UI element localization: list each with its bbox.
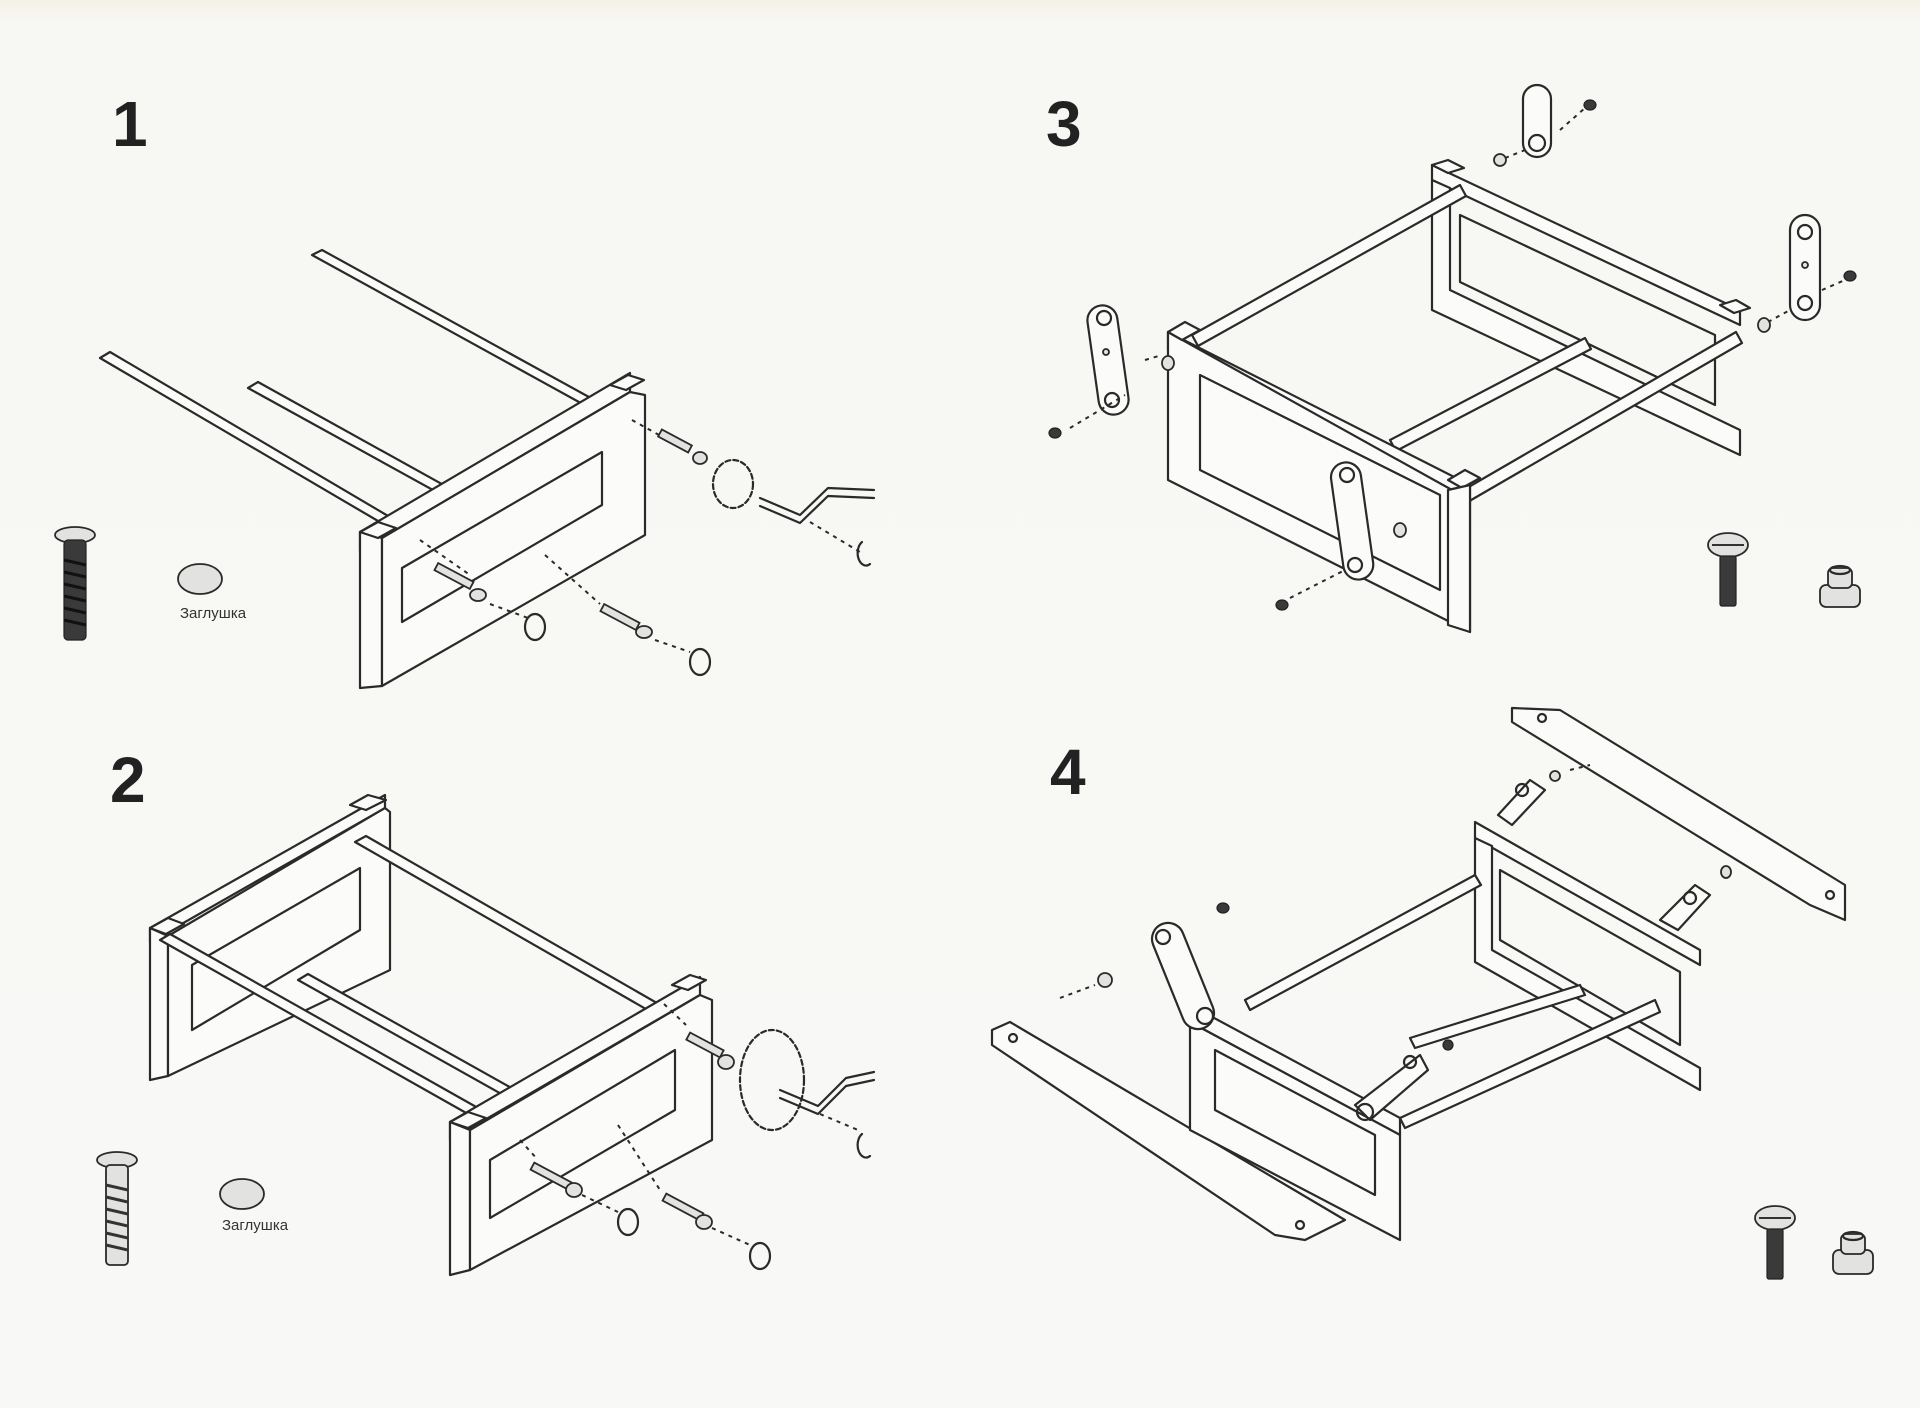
step-number-2: 2 [110, 744, 146, 816]
long-bar-back [1510, 706, 1847, 922]
back-panel-step2 [148, 793, 392, 1082]
step-number-3: 3 [1046, 88, 1082, 160]
front-panel-step3 [1166, 320, 1482, 634]
rails-step2 [158, 834, 692, 1126]
confirmat-screw-icon-step2 [96, 1151, 138, 1266]
cap-plug-label-step2: Заглушка [222, 1217, 289, 1234]
step-2-illustration [96, 793, 876, 1277]
step-4-illustration [990, 706, 1874, 1280]
step-number-4: 4 [1050, 736, 1086, 808]
hardware-step1 [419, 419, 876, 677]
barrel-nut-icon-step4 [1832, 1230, 1874, 1275]
bolt-icon [1707, 532, 1749, 607]
rails-step3 [1190, 183, 1744, 505]
long-bar-front [990, 1020, 1347, 1242]
frame-step4 [1188, 820, 1702, 1242]
step-1-illustration [54, 248, 876, 690]
cap-plug-icon [177, 563, 223, 595]
barrel-nut-icon [1819, 564, 1861, 608]
cap-plug-icon-step2 [219, 1178, 265, 1210]
front-panel-step2 [448, 973, 714, 1277]
back-panel-step3 [1430, 158, 1752, 457]
end-panel-step1 [358, 371, 647, 690]
cap-plug-label-step1: Заглушка [180, 605, 247, 622]
step-number-1: 1 [112, 88, 148, 160]
step-3-illustration [1048, 83, 1861, 634]
bolt-icon-step4 [1754, 1205, 1796, 1280]
confirmat-screw-icon [54, 526, 96, 641]
hardware-step2 [519, 1003, 876, 1271]
hardware-step4 [1059, 764, 1732, 1122]
hardware-step3 [1048, 83, 1857, 611]
